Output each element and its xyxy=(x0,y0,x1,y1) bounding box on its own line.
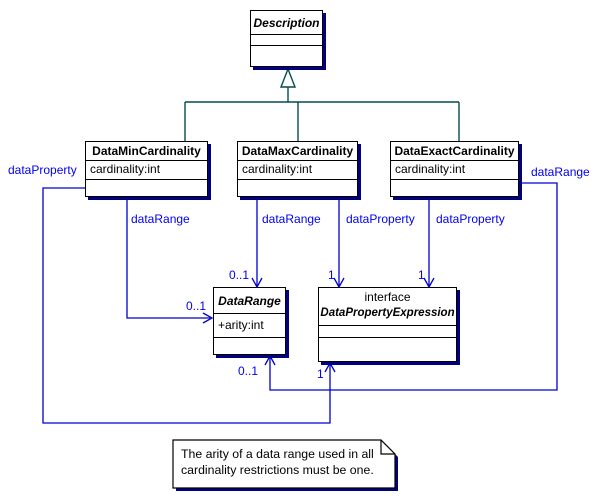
open-arrowhead-right xyxy=(202,312,214,324)
multiplicity-exact-datarange: 0..1 xyxy=(238,364,259,378)
class-datarange[interactable]: DataRange +arity:int xyxy=(213,287,286,355)
operations-compartment xyxy=(251,46,322,66)
multiplicity-max-datarange: 0..1 xyxy=(229,268,250,282)
attributes-compartment: cardinality:int xyxy=(391,161,518,180)
uml-note-shape xyxy=(172,439,398,491)
operations-compartment xyxy=(238,180,357,196)
edge-label-exact-datarange: dataRange xyxy=(531,165,590,179)
attributes-compartment: +arity:int xyxy=(214,314,285,338)
attributes-compartment xyxy=(319,326,456,338)
class-description[interactable]: Description xyxy=(250,10,323,67)
edge-label-min-dataproperty: dataProperty xyxy=(8,163,77,177)
attributes-compartment xyxy=(251,35,322,46)
multiplicity-exact-dataproperty: 1 xyxy=(418,268,425,282)
class-title: DataExactCardinality xyxy=(391,142,518,161)
open-arrowhead-up xyxy=(264,354,276,366)
multiplicity-min-dataproperty: 1 xyxy=(317,367,324,381)
operations-compartment xyxy=(391,180,518,196)
operations-compartment xyxy=(214,338,285,354)
edge-label-exact-dataproperty: dataProperty xyxy=(436,212,505,226)
class-title: DataMaxCardinality xyxy=(238,142,357,161)
open-arrowhead-up xyxy=(324,361,336,373)
operations-compartment xyxy=(86,180,207,196)
multiplicity-max-dataproperty: 1 xyxy=(328,268,335,282)
attributes-compartment: cardinality:int xyxy=(238,161,357,180)
edge-label-max-datarange: dataRange xyxy=(262,212,321,226)
class-title: DataMinCardinality xyxy=(86,142,207,161)
generalization-edges xyxy=(184,87,460,141)
note-text-line2: cardinality restrictions must be one. xyxy=(181,463,374,477)
interface-datapropertyexpression[interactable]: interface DataPropertyExpression xyxy=(318,287,457,362)
multiplicity-min-datarange: 0..1 xyxy=(186,299,207,313)
class-header: interface DataPropertyExpression xyxy=(319,288,456,326)
class-dataexactcardinality[interactable]: DataExactCardinality cardinality:int xyxy=(390,141,519,197)
class-title: DataPropertyExpression xyxy=(320,307,455,319)
attributes-compartment: cardinality:int xyxy=(86,161,207,180)
operations-compartment xyxy=(319,338,456,361)
edge-label-min-datarange: dataRange xyxy=(131,212,190,226)
edge-label-max-dataproperty: dataProperty xyxy=(346,212,415,226)
class-title: Description xyxy=(251,11,322,35)
class-datamincardinality[interactable]: DataMinCardinality cardinality:int xyxy=(85,141,208,197)
class-title: DataRange xyxy=(214,288,285,314)
generalization-triangle-icon xyxy=(279,67,297,88)
stereotype-label: interface xyxy=(364,290,411,304)
class-datamaxcardinality[interactable]: DataMaxCardinality cardinality:int xyxy=(237,141,358,197)
note-fold-corner-icon xyxy=(380,440,395,455)
note-text-line1: The arity of a data range used in all xyxy=(181,447,374,461)
